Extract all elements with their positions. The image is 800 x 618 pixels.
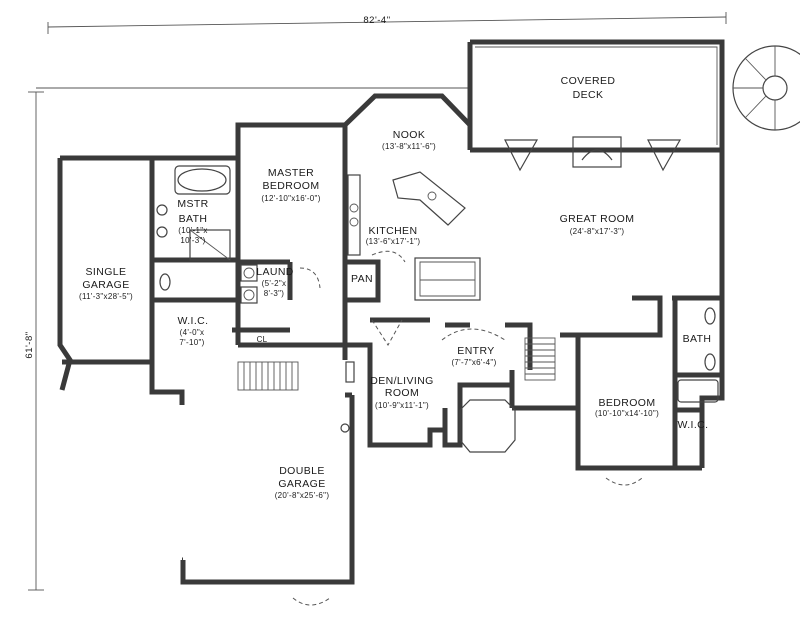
covered-deck-label-1: COVERED [561, 75, 616, 87]
mstr-bath-label-2: BATH [179, 213, 208, 225]
entry-size: (7'-7"x6'-4") [451, 358, 496, 367]
single-garage-label-2: GARAGE [82, 279, 129, 291]
master-bedroom-label-1: MASTER [268, 167, 314, 179]
mstr-bath-size-1: (10'-1"x [178, 226, 207, 235]
kitchen-label: KITCHEN [369, 225, 418, 237]
bath-label: BATH [683, 333, 712, 345]
entry-label: ENTRY [457, 345, 494, 357]
master-wic-label: W.I.C. [178, 315, 209, 327]
master-wic-size-1: (4'-0"x [180, 328, 205, 337]
laund-size-2: 8'-3") [264, 289, 284, 298]
cl-label: CL [257, 335, 268, 344]
overall-depth-label: 61'-8" [24, 331, 35, 358]
mstr-bath-label-1: MSTR [177, 198, 208, 210]
room-labels: COVERED DECK NOOK (13'-8"x11'-6") MASTER… [79, 75, 711, 500]
covered-deck-label-2: DECK [573, 89, 604, 101]
dimension-lines [28, 12, 727, 591]
bedroom-label: BEDROOM [598, 397, 655, 409]
den-living-size: (10'-9"x11'-1") [375, 401, 429, 410]
nook-label: NOOK [393, 129, 426, 141]
master-wic-size-2: 7'-10") [179, 338, 204, 347]
single-garage-size: (11'-3"x28'-5") [79, 292, 133, 301]
double-garage-size: (20'-8"x25'-6") [275, 491, 330, 500]
kitchen-size: (13'-6"x17'-1") [366, 237, 421, 246]
bedroom-size: (10'-10"x14'-10") [595, 409, 659, 418]
laund-size-1: (5'-2"x [262, 279, 287, 288]
fixtures [156, 45, 800, 606]
exterior-walls [57, 39, 725, 585]
double-garage-label-1: DOUBLE [279, 465, 325, 477]
den-living-label-1: DEN/LIVING [370, 375, 434, 387]
double-garage-label-2: GARAGE [278, 478, 325, 490]
master-bedroom-label-2: BEDROOM [262, 180, 319, 192]
great-room-label: GREAT ROOM [560, 213, 635, 225]
pan-label: PAN [351, 273, 373, 285]
great-room-size: (24'-8"x17'-3") [570, 227, 625, 236]
laund-label: LAUND [256, 266, 294, 278]
master-bedroom-size: (12'-10"x16'-0") [261, 194, 320, 203]
overall-width-label: 82'-4" [363, 15, 390, 26]
nook-size: (13'-8"x11'-6") [382, 142, 436, 151]
den-living-label-2: ROOM [385, 387, 419, 399]
mstr-bath-size-2: 10'-3") [180, 236, 205, 245]
wic-label: W.I.C. [678, 419, 709, 431]
interior-walls [152, 158, 722, 468]
single-garage-label-1: SINGLE [86, 266, 127, 278]
